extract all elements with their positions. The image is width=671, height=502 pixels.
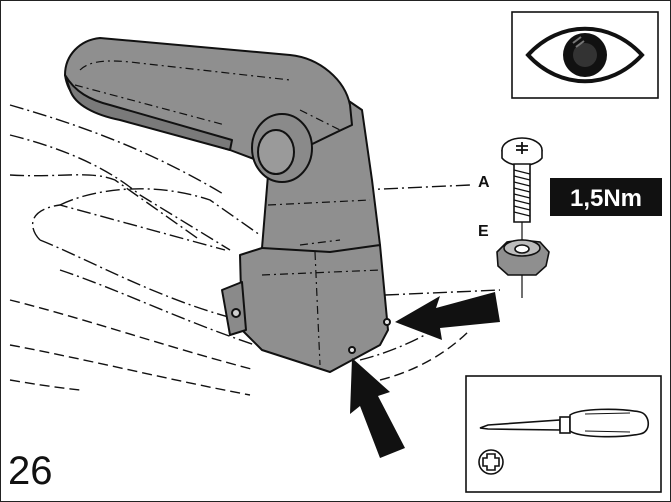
phillips-head-icon bbox=[478, 449, 504, 475]
screw-label: A bbox=[478, 174, 490, 191]
armrest bbox=[64, 37, 391, 373]
console-outline bbox=[9, 104, 501, 396]
armrest-seams bbox=[74, 60, 381, 366]
torque-badge bbox=[550, 178, 662, 216]
nut-label: E bbox=[478, 223, 489, 240]
screw-a bbox=[501, 137, 543, 298]
arrow-bottom-hole bbox=[350, 358, 405, 458]
step-number: 26 bbox=[8, 449, 53, 493]
phillips-screwdriver-icon bbox=[479, 408, 650, 438]
eye-icon bbox=[525, 26, 645, 84]
attachment-arrows bbox=[350, 292, 500, 458]
nut-e bbox=[496, 239, 550, 276]
arrow-right-hole bbox=[395, 292, 500, 340]
torque-value: 1,5Nm bbox=[570, 185, 642, 212]
